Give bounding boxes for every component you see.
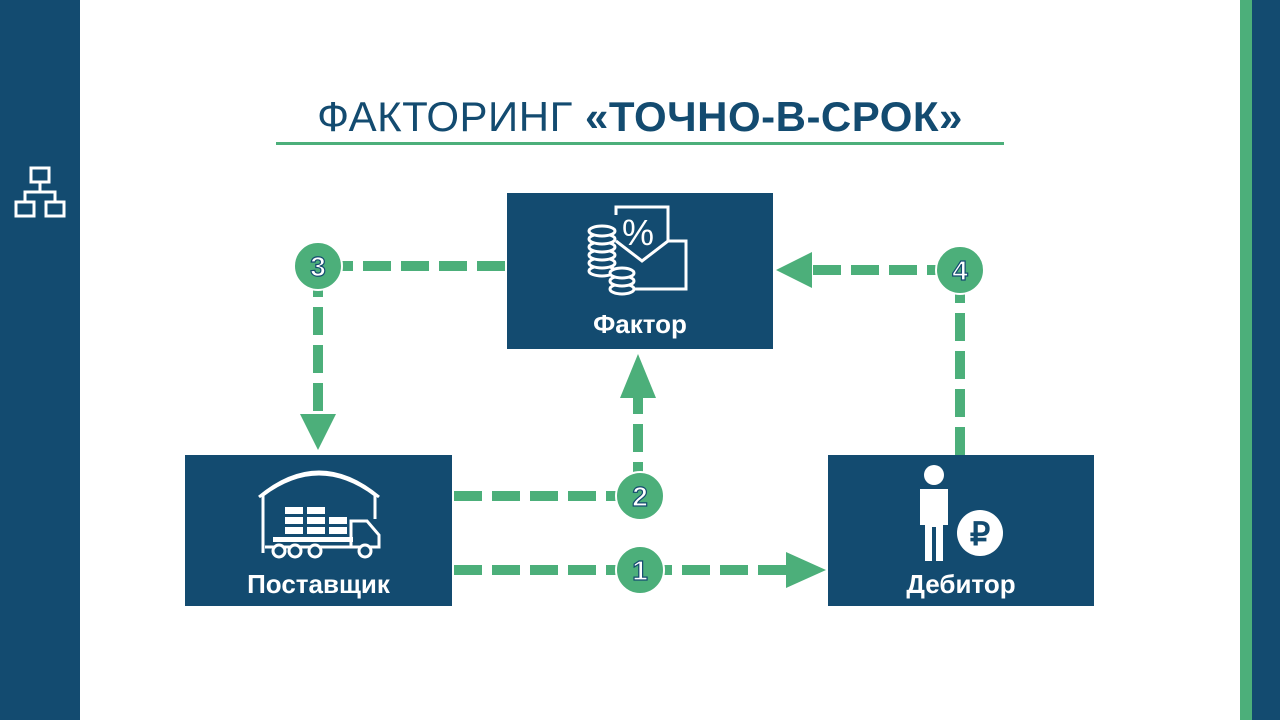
arrowhead-3 [300, 414, 336, 450]
step-badge-2: 2 [615, 471, 665, 521]
connector-4 [806, 265, 965, 455]
supplier-node: Поставщик [185, 455, 452, 606]
arrowhead-1 [786, 552, 826, 588]
factor-label: Фактор [593, 309, 687, 339]
debtor-label: Дебитор [906, 569, 1016, 599]
page-title: ФАКТОРИНГ «ТОЧНО-В-СРОК» [276, 92, 1004, 142]
title-normal: ФАКТОРИНГ [317, 93, 585, 140]
arrowhead-4 [776, 252, 812, 288]
arrowhead-2 [620, 354, 656, 398]
coins-percent-document-icon: % [587, 205, 688, 296]
step-number-3: 3 [310, 251, 326, 282]
step-number-1: 1 [632, 555, 648, 586]
title-bold: «ТОЧНО-В-СРОК» [584, 93, 963, 140]
connector-3 [313, 261, 505, 420]
supplier-label: Поставщик [247, 569, 390, 599]
step-badge-3: 3 [293, 241, 343, 291]
right-accent-stripe [1240, 0, 1252, 720]
debtor-node: ₽ Дебитор [828, 455, 1094, 606]
org-chart-icon [14, 166, 66, 218]
warehouse-truck-icon [258, 470, 381, 559]
person-ruble-icon: ₽ [920, 465, 1003, 561]
factor-node: % Фактор [507, 193, 773, 349]
step-badge-4: 4 [935, 245, 985, 295]
step-badge-1: 1 [615, 545, 665, 595]
left-sidebar [0, 0, 80, 720]
svg-text:%: % [622, 212, 654, 253]
svg-text:₽: ₽ [970, 516, 990, 552]
connector-2 [454, 392, 643, 501]
step-number-2: 2 [632, 481, 648, 512]
step-number-4: 4 [952, 255, 968, 286]
title-underline [276, 142, 1004, 145]
